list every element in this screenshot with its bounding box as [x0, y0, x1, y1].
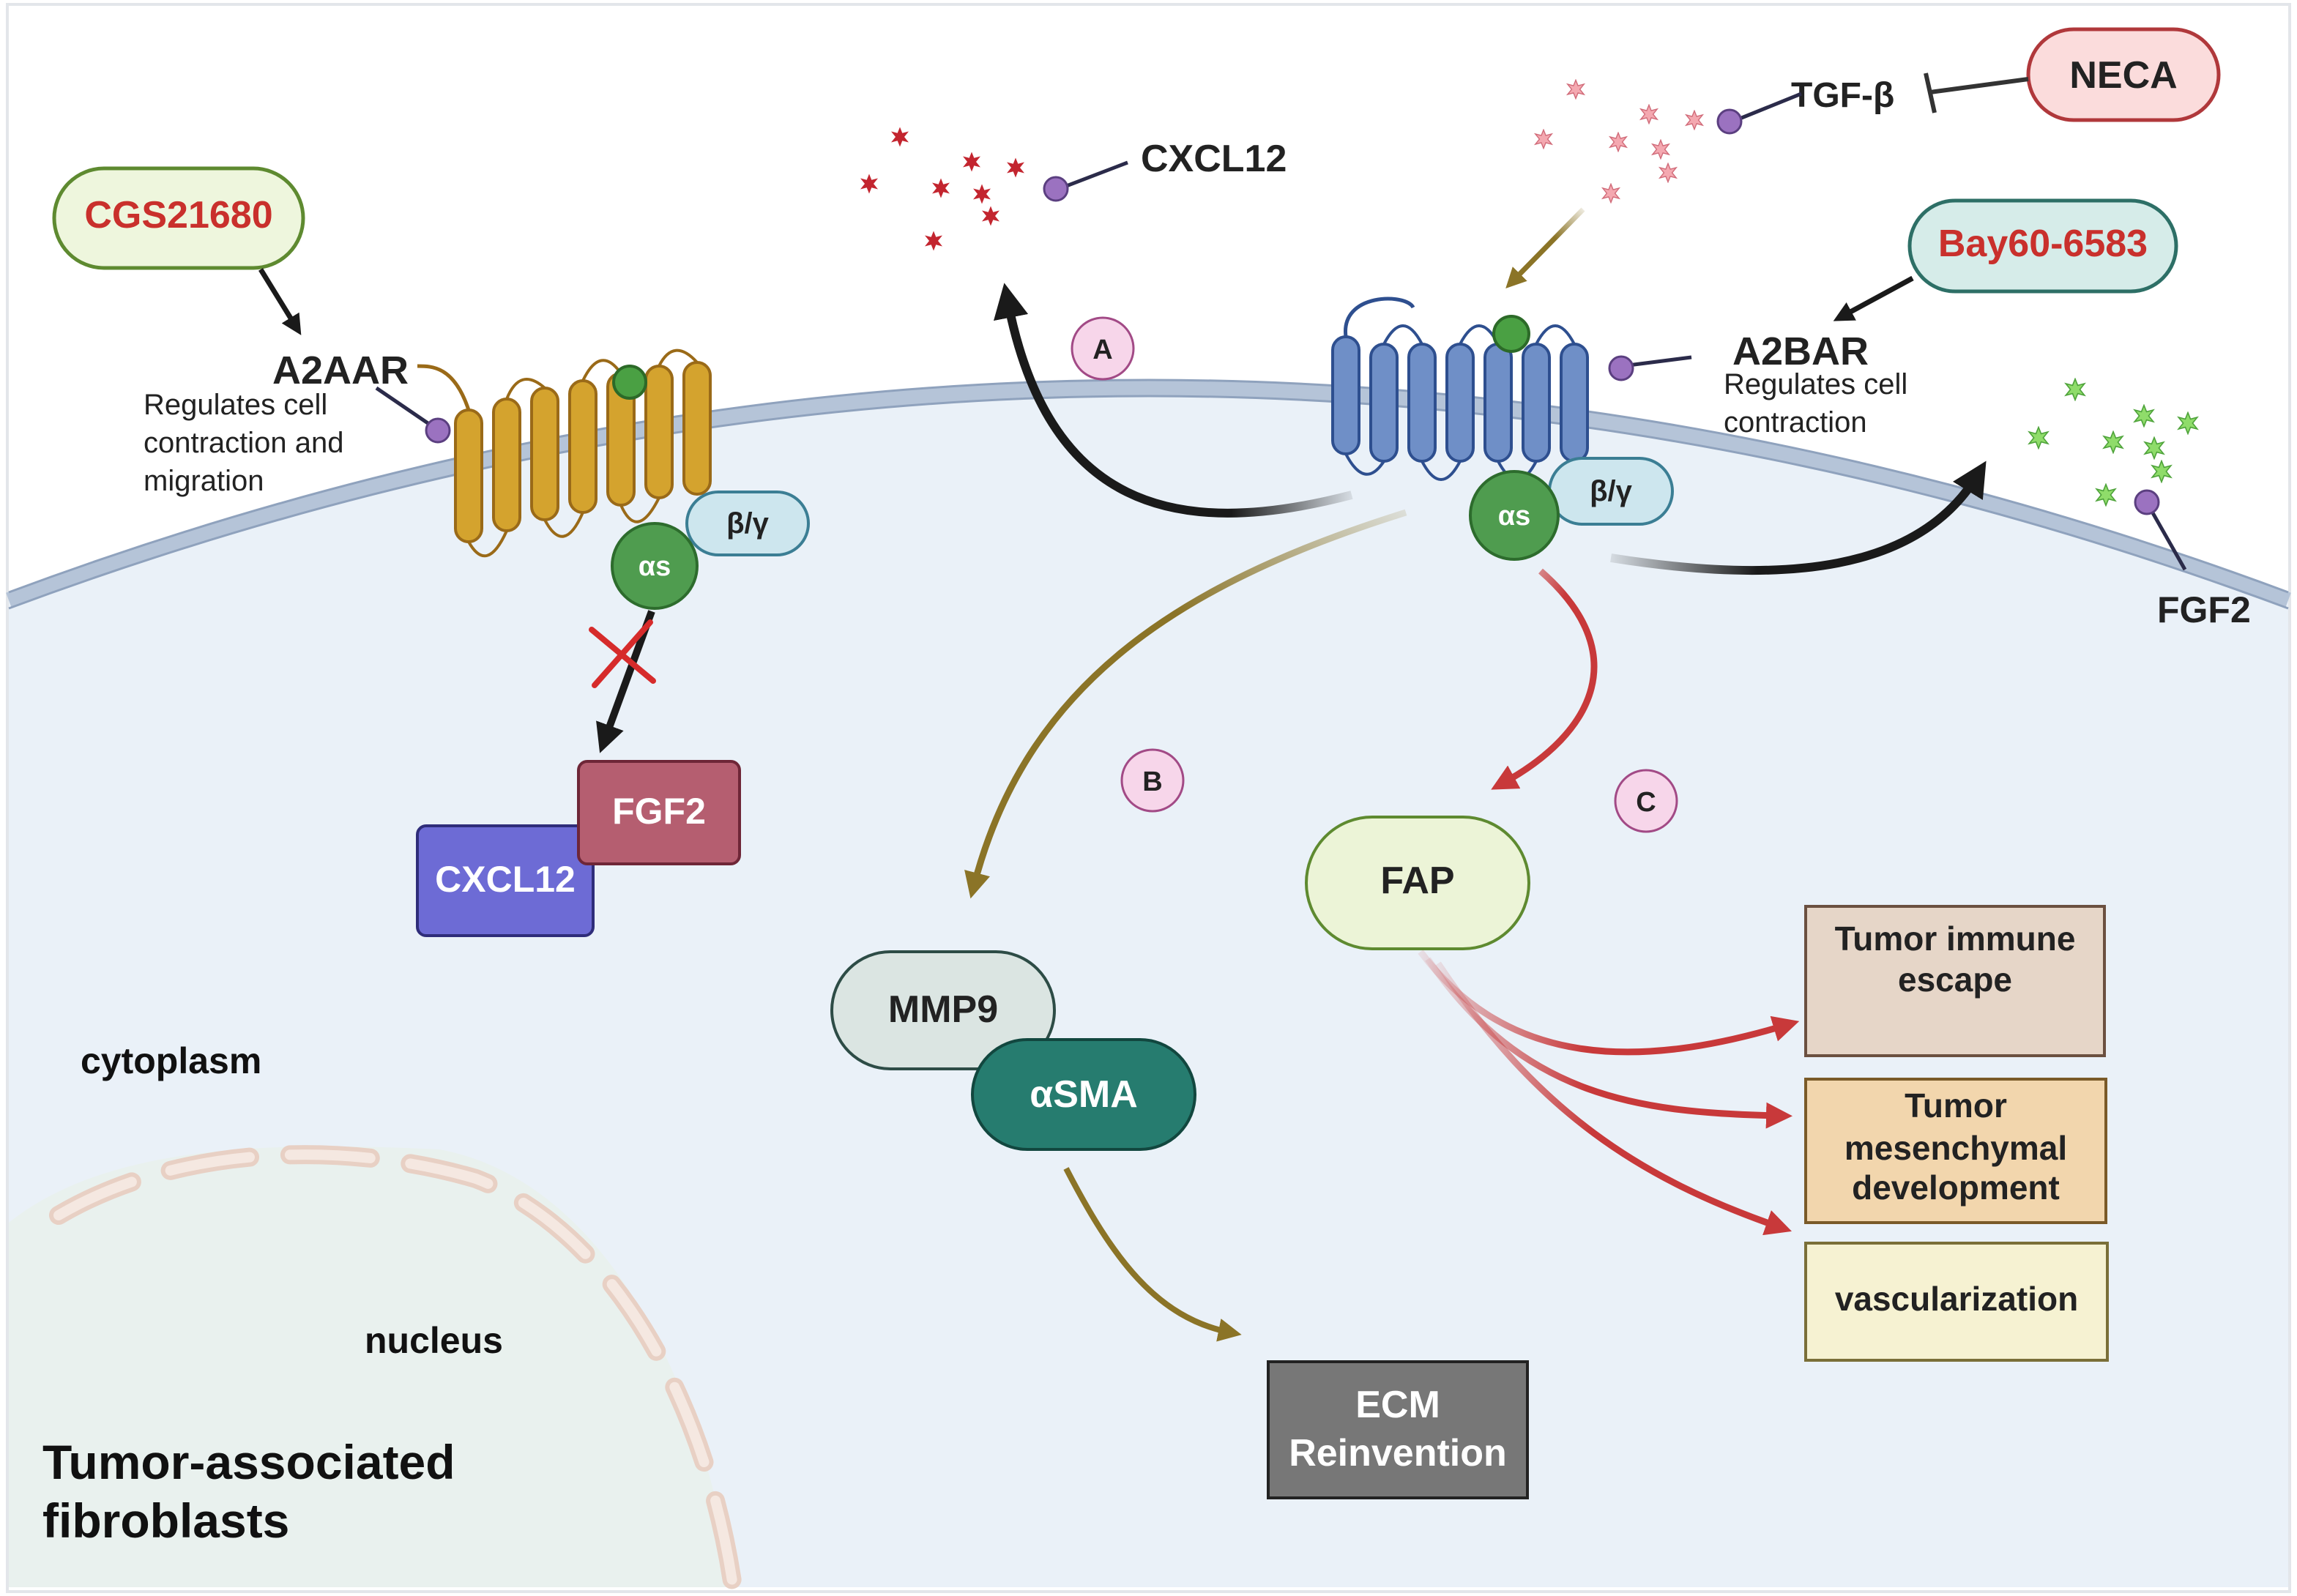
mmp9-label: MMP9 — [888, 988, 998, 1031]
cell-type-line1: Tumor-associated — [42, 1435, 455, 1489]
fap-node — [1305, 816, 1530, 950]
beta-gamma-right-label: β/γ — [1590, 475, 1633, 507]
bay60-6583-drug — [1907, 198, 2178, 294]
marker-c — [1614, 769, 1678, 833]
marker-a-label: A — [1092, 335, 1112, 365]
marker-b — [1120, 748, 1185, 813]
a2bar-ligand-site — [1492, 315, 1530, 353]
a2aar-label: A2AAR — [272, 348, 409, 392]
a2bar-connector — [1622, 355, 1692, 368]
a2aar-note-line2: contraction and — [144, 427, 344, 459]
fgf2-connector — [2146, 504, 2187, 571]
cxcl12-connector — [1058, 160, 1128, 191]
a2bar-note-line2: contraction — [1724, 406, 1867, 439]
asma-label: αSMA — [1030, 1073, 1138, 1116]
inhibit-bar-icon — [1924, 72, 1937, 113]
marker-a — [1071, 316, 1135, 381]
beta-gamma-left — [685, 491, 810, 556]
ecm-reinvention-box — [1267, 1360, 1529, 1499]
alpha-s-left — [611, 522, 699, 610]
inhibit-neca-tgfb — [1929, 77, 2029, 94]
tgfb-label: TGF-β — [1791, 76, 1894, 115]
cgs21680-label: CGS21680 — [84, 194, 272, 236]
cgs21680-drug — [52, 166, 305, 270]
outcome-immune-escape — [1804, 905, 2106, 1057]
a2bar-receptor — [1331, 297, 1589, 481]
mmp9-node — [830, 950, 1056, 1070]
arrow-pathway-b — [964, 509, 1407, 899]
outcome-mesenchymal — [1804, 1078, 2107, 1224]
outcome-mesenchymal-line2: mesenchymal — [1844, 1129, 2067, 1167]
alpha-s-left-label: αs — [639, 551, 671, 582]
arrow-tgfb-to-a2bar — [1505, 207, 1585, 289]
tgfb-connector — [1739, 92, 1802, 121]
marker-c-label: C — [1636, 787, 1656, 818]
block-cross-icon — [589, 619, 656, 688]
outcome-mesenchymal-line1: Tumor — [1905, 1086, 2007, 1125]
cell-membrane — [6, 380, 2291, 608]
bay60-6583-label: Bay60-6583 — [1938, 223, 2148, 265]
beta-gamma-left-label: β/γ — [726, 507, 770, 540]
a2aar-note-line3: migration — [144, 465, 264, 497]
fgf2-intracellular-label: FGF2 — [612, 791, 706, 832]
cxcl12-ligand-label: CXCL12 — [1141, 138, 1287, 180]
outcome-vascularization-label: vascularization — [1835, 1280, 2078, 1318]
alpha-s-right-label: αs — [1498, 501, 1531, 532]
a2aar-note-line1: Regulates cell — [144, 389, 327, 421]
cell-type-line2: fibroblasts — [42, 1494, 289, 1548]
cell-membrane-line-inner — [8, 395, 2289, 610]
a2bar-label: A2BAR — [1732, 329, 1869, 373]
cell-membrane-line-outer — [8, 379, 2289, 594]
fap-label: FAP — [1380, 859, 1454, 902]
cxcl12-connector-head — [1043, 176, 1069, 202]
cxcl12-intracellular-label: CXCL12 — [435, 859, 576, 900]
arrow-pathway-a — [993, 283, 1353, 518]
a2aar-connector-head — [425, 417, 451, 444]
nucleus — [9, 1146, 732, 1587]
a2bar-connector-head — [1608, 355, 1634, 381]
neca-drug — [2026, 27, 2221, 122]
alpha-s-right — [1469, 470, 1560, 561]
arrow-bay-to-a2bar — [1833, 275, 1914, 321]
cxcl12-intracellular-box — [416, 824, 595, 937]
ecm-label-line1: ECM — [1355, 1384, 1440, 1426]
tgfb-connector-head — [1716, 108, 1743, 135]
fgf2-intracellular-box — [577, 760, 741, 865]
arrow-pathway-c — [1491, 568, 1598, 790]
arrow-fgf2-secretion — [1610, 460, 1987, 575]
arrow-asma-to-ecm — [1063, 1167, 1242, 1342]
neca-label: NECA — [2069, 54, 2177, 97]
outcome-mesenchymal-line3: development — [1852, 1168, 2060, 1207]
arrow-fap-to-vascularization — [1435, 961, 1792, 1236]
arrow-cgs-to-a2aar — [258, 268, 302, 335]
cytoplasm-label: cytoplasm — [81, 1040, 261, 1081]
marker-b-label: B — [1142, 767, 1162, 797]
fgf2-connector-head — [2134, 489, 2160, 515]
a2aar-ligand-site — [612, 365, 647, 400]
ecm-label-line2: Reinvention — [1289, 1432, 1507, 1474]
outcome-vascularization — [1804, 1242, 2109, 1362]
fgf2-ligand-label: FGF2 — [2157, 589, 2251, 630]
outcome-immune-line2: escape — [1898, 961, 2012, 999]
a2bar-note-line1: Regulates cell — [1724, 368, 1907, 400]
nucleus-label: nucleus — [365, 1320, 503, 1361]
a2aar-connector — [375, 386, 438, 431]
a2aar-receptor — [417, 348, 712, 558]
outcome-immune-line1: Tumor immune — [1835, 920, 2076, 958]
asma-node — [971, 1038, 1196, 1151]
nuclear-envelope-outline — [53, 1149, 737, 1586]
